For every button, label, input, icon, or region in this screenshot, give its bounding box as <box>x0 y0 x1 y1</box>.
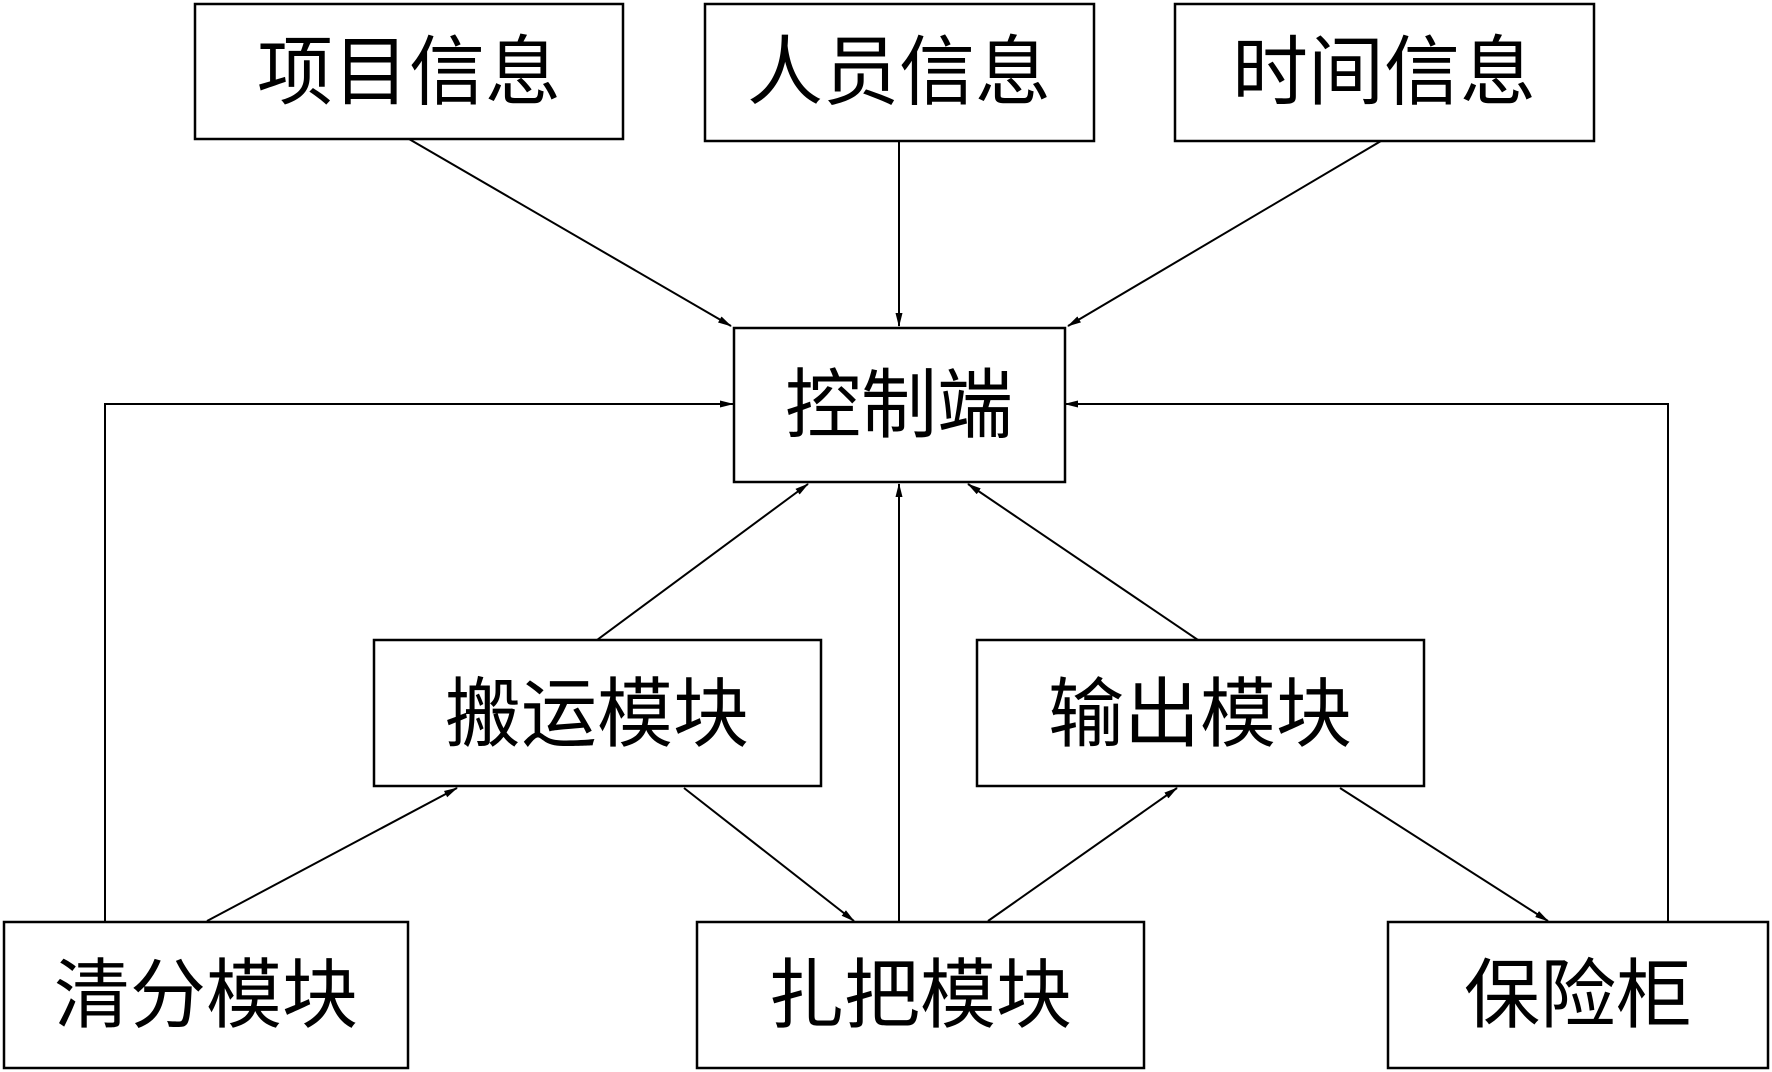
edge-safe-cabinet-to-control-end <box>1064 400 1669 921</box>
edge-output-module-to-control-end <box>967 483 1199 641</box>
node-transport-module-label: 搬运模块 <box>445 670 749 759</box>
node-project-info-label: 项目信息 <box>257 28 561 117</box>
node-time-info: 时间信息 <box>1173 2 1596 143</box>
node-bundling-module-label: 扎把模块 <box>768 951 1072 1040</box>
node-transport-module: 搬运模块 <box>372 638 823 788</box>
edge-sorting-module-to-control-end <box>104 400 734 921</box>
edge-transport-module-to-bundling-module <box>683 787 855 922</box>
node-personnel-info: 人员信息 <box>703 2 1096 143</box>
edge-project-info-to-control-end <box>408 138 732 327</box>
edge-bundling-module-to-output-module <box>987 787 1178 922</box>
node-control-end: 控制端 <box>732 326 1067 484</box>
node-personnel-info-label: 人员信息 <box>747 28 1051 117</box>
node-safe-cabinet: 保险柜 <box>1386 920 1770 1070</box>
node-sorting-module: 清分模块 <box>2 920 410 1070</box>
node-safe-cabinet-label: 保险柜 <box>1464 951 1692 1040</box>
node-project-info: 项目信息 <box>193 2 625 141</box>
edges <box>104 138 1669 922</box>
edge-output-module-to-safe-cabinet <box>1339 787 1549 922</box>
node-bundling-module: 扎把模块 <box>695 920 1146 1070</box>
node-time-info-label: 时间信息 <box>1232 28 1536 117</box>
node-output-module-label: 输出模块 <box>1048 670 1352 759</box>
node-control-end-label: 控制端 <box>785 361 1013 450</box>
edge-sorting-module-to-transport-module <box>206 787 458 922</box>
edge-transport-module-to-control-end <box>596 483 809 641</box>
edge-time-info-to-control-end <box>1067 140 1382 327</box>
node-sorting-module-label: 清分模块 <box>54 951 358 1040</box>
node-output-module: 输出模块 <box>975 638 1426 788</box>
